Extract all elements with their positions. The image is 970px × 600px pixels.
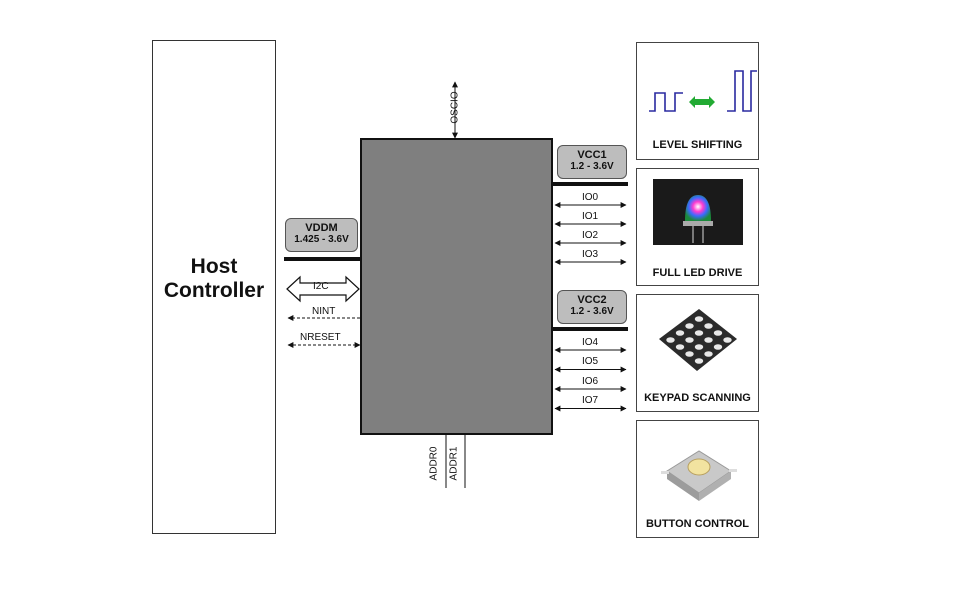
keypad-key: [666, 337, 675, 343]
i2c-label: I2C: [313, 281, 329, 292]
keypad-key: [704, 323, 713, 329]
button-control-label: BUTTON CONTROL: [645, 518, 750, 530]
keypad-key: [694, 316, 704, 322]
keypad-icon: [659, 309, 737, 371]
io6-label: IO6: [582, 376, 599, 387]
keypad-key: [685, 351, 694, 357]
keypad-key: [685, 323, 694, 329]
keypad-key: [685, 337, 694, 343]
rgb-led-icon: [683, 195, 713, 243]
nint-label: NINT: [312, 306, 336, 317]
io4-label: IO4: [582, 337, 599, 348]
keypad-key: [704, 351, 713, 357]
nreset-label: NRESET: [300, 332, 341, 343]
vddm-range: 1.425 - 3.6V: [294, 234, 349, 245]
keypad-label: KEYPAD SCANNING: [644, 392, 751, 404]
keypad-key: [704, 337, 713, 343]
level-shifting-label: LEVEL SHIFTING: [652, 139, 743, 151]
led-drive-label: FULL LED DRIVE: [652, 267, 743, 279]
oscio-label-wrap: OSCIO: [443, 84, 467, 136]
vcc1-rail: [553, 182, 628, 186]
tactile-button-icon: [661, 450, 737, 501]
addr1-label-wrap: ADDR1: [440, 440, 464, 492]
i2c-bus-arrow: [286, 275, 360, 303]
keypad-key: [713, 330, 723, 336]
vcc2-badge: VCC2 1.2 - 3.6V: [557, 290, 627, 324]
led-drive-card: FULL LED DRIVE: [636, 168, 759, 286]
vddm-badge: VDDM 1.425 - 3.6V: [285, 218, 358, 252]
button-card: BUTTON CONTROL: [636, 420, 759, 538]
io3-label: IO3: [582, 249, 599, 260]
host-controller-block: [152, 40, 276, 534]
keypad-key: [713, 344, 723, 350]
vcc2-name: VCC2: [577, 294, 607, 306]
io-bank1-lines: [554, 202, 627, 265]
vddm-rail: [284, 257, 361, 261]
vcc2-rail: [553, 327, 628, 331]
oscio-label: OSCIO: [449, 91, 461, 124]
io7-label: IO7: [582, 395, 599, 406]
host-title-line2: Controller: [163, 279, 265, 302]
keypad-key: [694, 344, 704, 350]
vcc1-range: 1.2 - 3.6V: [570, 161, 614, 172]
io2-label: IO2: [582, 230, 599, 241]
addr0-label: ADDR0: [428, 446, 440, 481]
host-title-line1: Host: [190, 255, 238, 278]
keypad-key: [723, 337, 732, 343]
vcc1-name: VCC1: [577, 149, 607, 161]
vcc1-badge: VCC1 1.2 - 3.6V: [557, 145, 627, 179]
addr1-label: ADDR1: [448, 446, 460, 481]
io1-label: IO1: [582, 211, 599, 222]
io-bank2-lines: [554, 347, 627, 412]
keypad-key: [694, 330, 704, 336]
vddm-name: VDDM: [305, 222, 338, 234]
io0-label: IO0: [582, 192, 599, 203]
keypad-card: KEYPAD SCANNING: [636, 294, 759, 412]
io-expander-chip: [360, 138, 553, 435]
keypad-key: [694, 358, 704, 364]
keypad-key: [675, 344, 685, 350]
io5-label: IO5: [582, 356, 599, 367]
level-shifting-card: LEVEL SHIFTING: [636, 42, 759, 160]
keypad-key: [675, 330, 685, 336]
vcc2-range: 1.2 - 3.6V: [570, 306, 614, 317]
level-shifting-icon: [649, 70, 757, 112]
host-controller-label: Host Controller: [152, 255, 276, 303]
